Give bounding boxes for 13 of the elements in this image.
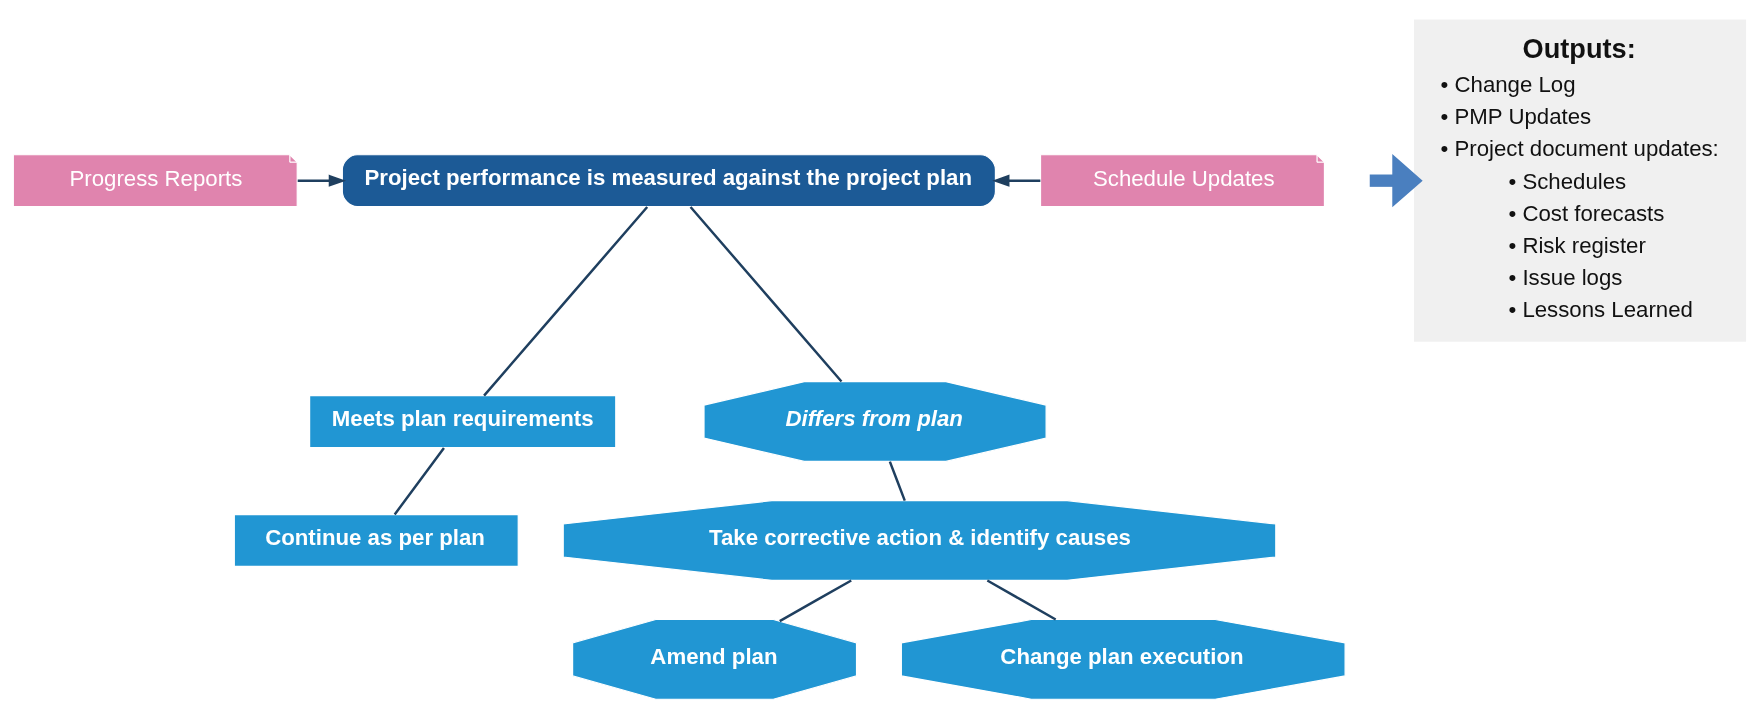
- connector: [986, 579, 1057, 621]
- connector: [689, 206, 843, 383]
- node-box: Outputs: • Change Log • PMP Updates • Project document updates: • Schedules • Cost forecasts • Risk register • Issue logs • Lessons Learned: [1412, 18, 1748, 344]
- arrow: [1369, 154, 1423, 208]
- connector: [888, 461, 906, 502]
- arrow: [297, 174, 347, 187]
- node-box: Continue as per plan: [233, 513, 519, 568]
- connector: [393, 447, 445, 516]
- node-box: Meets plan requirements: [309, 395, 617, 449]
- connector: [483, 206, 649, 397]
- node-box: Project performance is measured against the project plan: [341, 154, 997, 208]
- arrow: [992, 174, 1041, 187]
- connector: [779, 579, 852, 623]
